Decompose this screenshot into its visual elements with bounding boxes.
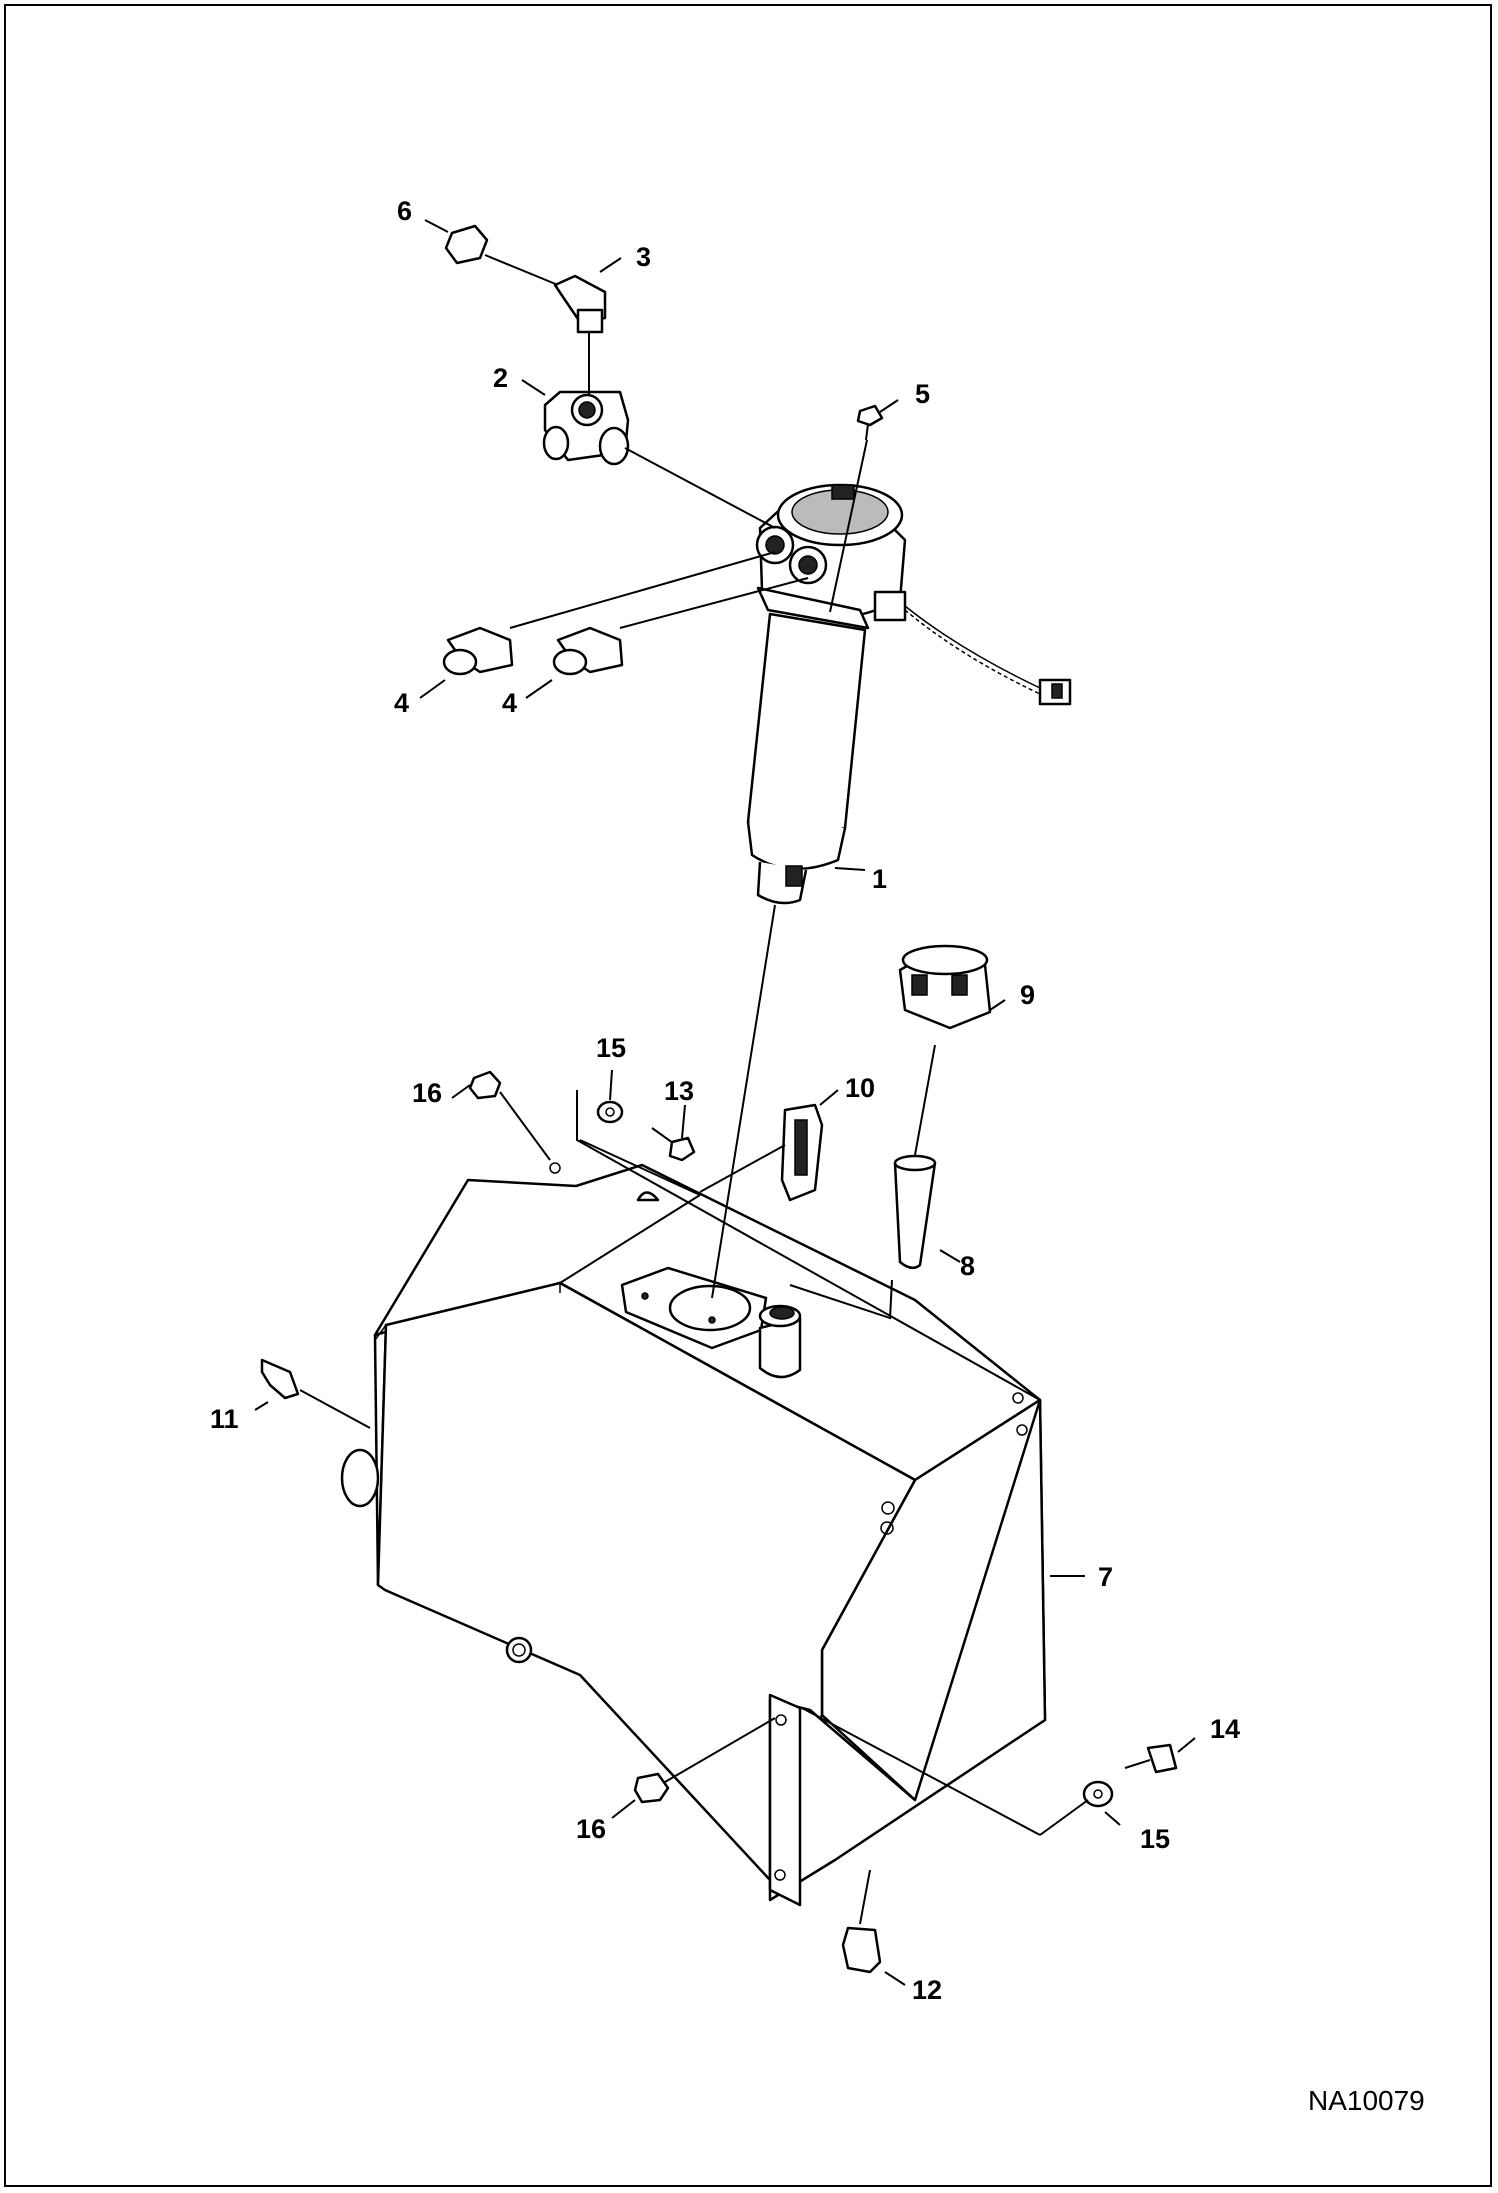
callout-14: 14: [1210, 1714, 1240, 1744]
drawing-frame: [4, 4, 1492, 2187]
bolt-14: [1124, 1743, 1178, 1774]
fitting-6-nut: [444, 224, 489, 265]
callout-15-bottom: 15: [1140, 1824, 1170, 1854]
callout-3: 3: [636, 242, 651, 272]
callout-16-bottom: 16: [576, 1814, 606, 1844]
callout-9: 9: [1020, 980, 1035, 1010]
callout-5: 5: [915, 379, 930, 409]
callout-16-top: 16: [412, 1078, 442, 1108]
callout-10: 10: [845, 1073, 875, 1103]
nut-16-top: [468, 1070, 502, 1100]
callout-4-right: 4: [502, 688, 517, 718]
callout-2: 2: [493, 363, 508, 393]
plug-12: [841, 1926, 882, 1974]
callout-leaders: [254, 219, 1196, 1986]
bolt-13: [651, 1127, 696, 1162]
callout-8: 8: [960, 1251, 975, 1281]
callout-7: 7: [1098, 1562, 1113, 1592]
switch-11: [260, 1358, 300, 1400]
drawing-code: NA10079: [1308, 2085, 1425, 2116]
washer-15-bottom: [1082, 1780, 1114, 1808]
elbow-4-left: [442, 626, 514, 676]
strainer-8: [893, 1154, 937, 1270]
callout-6: 6: [397, 196, 412, 226]
callout-1: 1: [872, 864, 887, 894]
sight-gauge-10: [780, 1103, 824, 1202]
callout-4-left: 4: [394, 688, 409, 718]
filler-cap-9: [898, 944, 992, 1030]
callout-12: 12: [912, 1975, 942, 2005]
nut-16-bottom: [633, 1772, 670, 1804]
assembly-lines: [299, 254, 1089, 1925]
fitting-3-elbow: [553, 274, 607, 334]
elbow-4-right: [552, 626, 624, 676]
hydraulic-tank: [340, 1090, 1047, 1907]
callout-13: 13: [664, 1076, 694, 1106]
callout-11: 11: [210, 1404, 239, 1434]
callout-15-top: 15: [596, 1033, 626, 1063]
fitting-2-tee: [542, 390, 630, 466]
bolt-5: [856, 404, 884, 441]
washer-15-top: [596, 1100, 624, 1124]
callout-labels: 6 3 2 5 4 4 1 9 10 13 15 16 8 7 11 12 14…: [210, 196, 1240, 2005]
filter-assembly: [746, 483, 1072, 905]
